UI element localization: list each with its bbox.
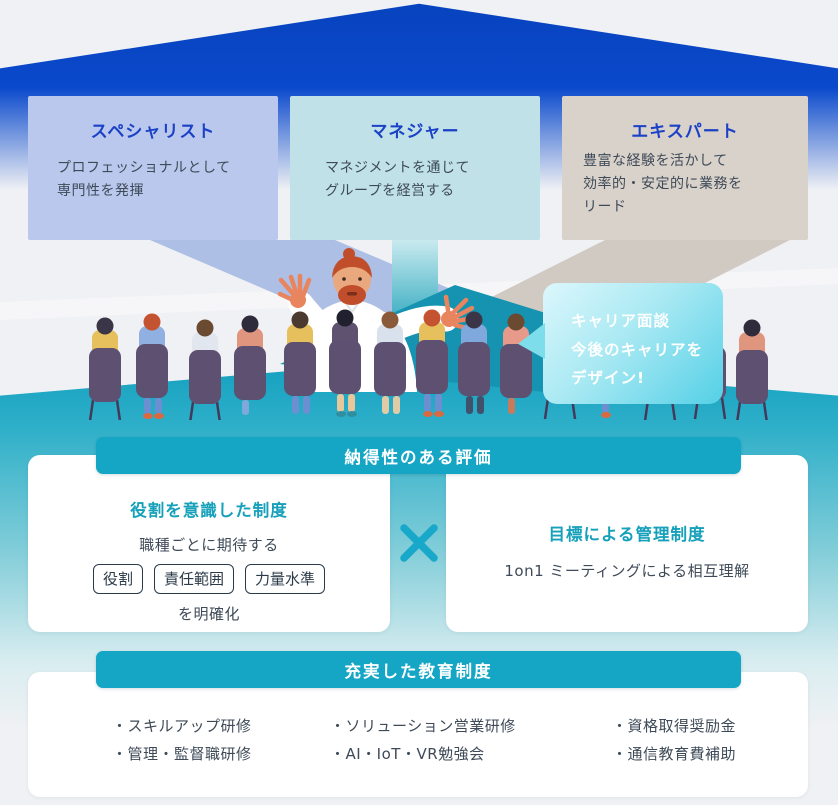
multiply-icon	[400, 524, 438, 562]
role-system-title: 役割を意識した制度	[130, 501, 288, 520]
role-body-expert: 豊富な経験を活かして 効率的・安定的に業務を リード	[583, 153, 743, 216]
role-body-specialist: プロフェッショナルとして 専門性を発揮	[57, 160, 231, 200]
list-item: ・通信教育費補助	[612, 745, 737, 763]
career-interview-bubble: キャリア面談 今後のキャリアを デザイン!	[518, 283, 723, 404]
role-system-card: 役割を意識した制度 職種ごとに期待する 役割 責任範囲 力量水準 を明確化	[28, 455, 390, 632]
role-card-manager: マネジャー マネジメントを通じて グループを経営する	[290, 96, 540, 240]
role-card-specialist: スペシャリスト プロフェッショナルとして 専門性を発揮	[28, 96, 278, 240]
career-interview-text: キャリア面談 今後のキャリアを デザイン!	[571, 312, 704, 388]
list-item: ・AI・IoT・VR勉強会	[330, 745, 485, 763]
role-title-expert: エキスパート	[631, 122, 739, 142]
tag-competence: 力量水準	[245, 564, 326, 594]
mbo-title: 目標による管理制度	[548, 525, 706, 544]
tag-responsibility: 責任範囲	[153, 564, 234, 594]
education-column-study: ・ソリューション営業研修 ・AI・IoT・VR勉強会	[330, 712, 516, 768]
role-body-manager: マネジメントを通じて グループを経営する	[325, 160, 470, 200]
education-card: ・スキルアップ研修 ・管理・監督職研修 ・ソリューション営業研修 ・AI・IoT…	[28, 672, 808, 797]
education-column-training: ・スキルアップ研修 ・管理・監督職研修	[112, 712, 252, 768]
role-card-expert: エキスパート 豊富な経験を活かして 効率的・安定的に業務を リード	[562, 96, 808, 240]
role-system-suffix: を明確化	[177, 605, 240, 623]
education-column-support: ・資格取得奨励金 ・通信教育費補助	[612, 712, 736, 768]
mbo-body: 1on1 ミーティングによる相互理解	[504, 562, 750, 580]
role-title-manager: マネジャー	[370, 122, 460, 142]
role-title-specialist: スペシャリスト	[90, 122, 216, 142]
mbo-card: 目標による管理制度 1on1 ミーティングによる相互理解	[446, 455, 808, 632]
role-system-lead: 職種ごとに期待する	[139, 536, 279, 554]
tag-role: 役割	[92, 564, 143, 594]
list-item: ・管理・監督職研修	[112, 745, 252, 763]
list-item: ・スキルアップ研修	[112, 717, 252, 735]
evaluation-banner: 納得性のある評価	[96, 437, 741, 474]
list-item: ・ソリューション営業研修	[330, 717, 516, 735]
education-banner: 充実した教育制度	[96, 651, 741, 688]
list-item: ・資格取得奨励金	[612, 717, 737, 735]
role-system-tags: 役割 責任範囲 力量水準	[28, 564, 390, 594]
